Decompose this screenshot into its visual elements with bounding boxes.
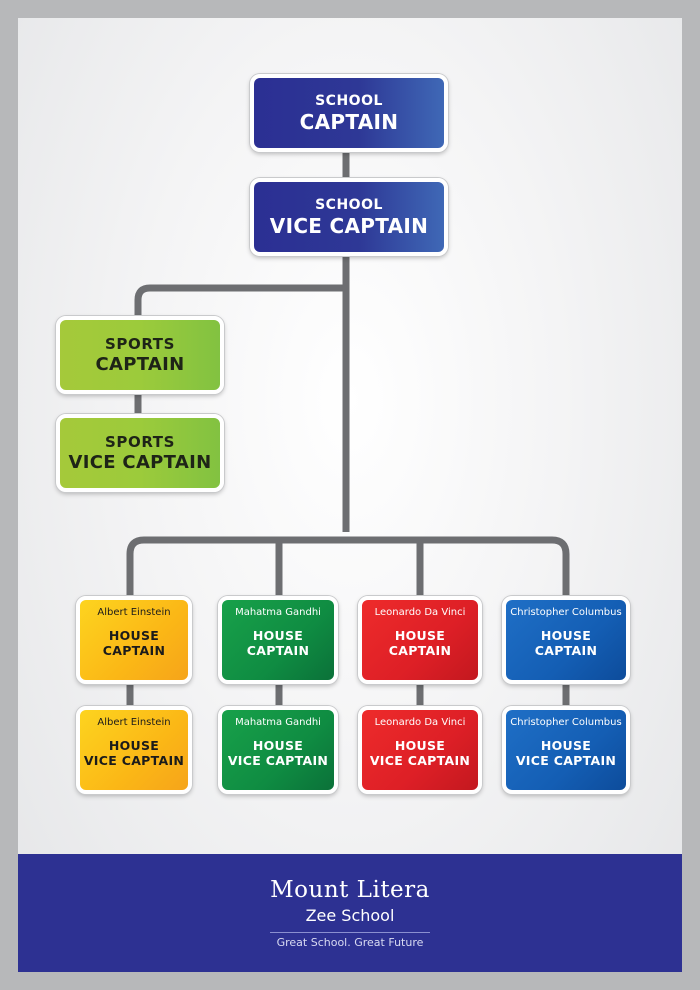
footer-banner: Mount Litera Zee School Great School. Gr… bbox=[18, 854, 682, 972]
house-captain-box-columbus: Christopher Columbus HOUSE CAPTAIN bbox=[502, 596, 630, 684]
school-captain-box: SCHOOL CAPTAIN bbox=[250, 74, 448, 152]
house-role-line2: CAPTAIN bbox=[246, 643, 310, 658]
house-role-line2: CAPTAIN bbox=[388, 643, 452, 658]
house-name: Albert Einstein bbox=[97, 717, 171, 728]
connector-lines bbox=[126, 150, 570, 708]
house-role-line2: VICE CAPTAIN bbox=[83, 753, 185, 768]
house-name: Albert Einstein bbox=[97, 607, 171, 618]
house-role-line1: HOUSE bbox=[540, 738, 592, 753]
house-vice-captain-box-davinci: Leonardo Da Vinci HOUSE VICE CAPTAIN bbox=[358, 706, 482, 794]
sports-vice-captain-line2: VICE CAPTAIN bbox=[68, 452, 212, 473]
house-role-line1: HOUSE bbox=[394, 738, 446, 753]
house-vice-captain-box-columbus: Christopher Columbus HOUSE VICE CAPTAIN bbox=[502, 706, 630, 794]
school-captain-line2: CAPTAIN bbox=[299, 110, 399, 134]
house-role-line2: VICE CAPTAIN bbox=[515, 753, 617, 768]
sports-captain-line1: SPORTS bbox=[104, 335, 176, 353]
house-captain-box-einstein: Albert Einstein HOUSE CAPTAIN bbox=[76, 596, 192, 684]
sports-captain-line2: CAPTAIN bbox=[95, 354, 185, 375]
house-role-line1: HOUSE bbox=[252, 738, 304, 753]
house-name: Christopher Columbus bbox=[510, 607, 622, 618]
house-role-line2: VICE CAPTAIN bbox=[369, 753, 471, 768]
house-name: Christopher Columbus bbox=[510, 717, 622, 728]
house-name: Leonardo Da Vinci bbox=[374, 717, 466, 728]
org-chart-poster: SCHOOL CAPTAIN SCHOOL VICE CAPTAIN SPORT… bbox=[18, 18, 682, 972]
school-captain-line1: SCHOOL bbox=[315, 93, 383, 109]
connector-sports-branch bbox=[134, 284, 346, 316]
house-role-line2: CAPTAIN bbox=[102, 643, 166, 658]
house-role-line1: HOUSE bbox=[394, 628, 446, 643]
school-vice-captain-line1: SCHOOL bbox=[315, 197, 383, 213]
sports-vice-captain-line1: SPORTS bbox=[104, 433, 176, 451]
sports-vice-captain-box: SPORTS VICE CAPTAIN bbox=[56, 414, 224, 492]
house-role-line1: HOUSE bbox=[108, 628, 160, 643]
house-name: Mahatma Gandhi bbox=[235, 717, 321, 728]
school-tagline: Great School. Great Future bbox=[276, 936, 424, 949]
school-vice-captain-box: SCHOOL VICE CAPTAIN bbox=[250, 178, 448, 256]
house-name: Leonardo Da Vinci bbox=[374, 607, 466, 618]
school-logo-name: Mount Litera bbox=[270, 877, 430, 903]
house-role-line1: HOUSE bbox=[252, 628, 304, 643]
house-vice-captain-box-einstein: Albert Einstein HOUSE VICE CAPTAIN bbox=[76, 706, 192, 794]
house-name: Mahatma Gandhi bbox=[235, 607, 321, 618]
house-captain-box-gandhi: Mahatma Gandhi HOUSE CAPTAIN bbox=[218, 596, 338, 684]
house-role-line2: CAPTAIN bbox=[534, 643, 598, 658]
school-vice-captain-line2: VICE CAPTAIN bbox=[269, 214, 429, 238]
footer-divider bbox=[270, 932, 430, 933]
connector-house-bar bbox=[126, 536, 570, 606]
house-captain-box-davinci: Leonardo Da Vinci HOUSE CAPTAIN bbox=[358, 596, 482, 684]
house-vice-captain-box-gandhi: Mahatma Gandhi HOUSE VICE CAPTAIN bbox=[218, 706, 338, 794]
sports-captain-box: SPORTS CAPTAIN bbox=[56, 316, 224, 394]
house-role-line1: HOUSE bbox=[540, 628, 592, 643]
school-logo-subname: Zee School bbox=[305, 906, 395, 925]
house-role-line2: VICE CAPTAIN bbox=[227, 753, 329, 768]
house-role-line1: HOUSE bbox=[108, 738, 160, 753]
